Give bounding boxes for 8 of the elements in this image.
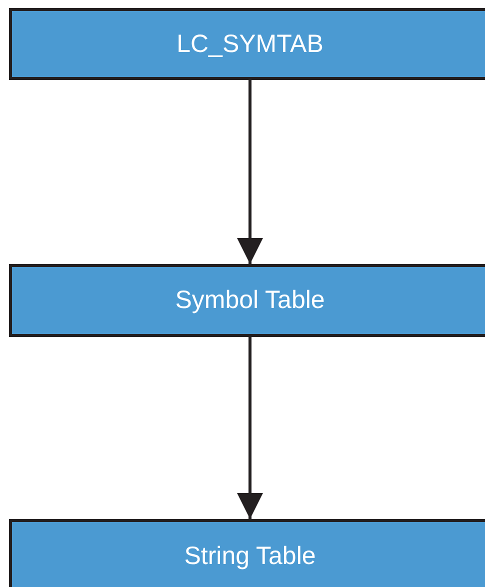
arrow <box>237 337 263 519</box>
box-label: String Table <box>184 542 316 570</box>
box-label: Symbol Table <box>175 286 325 315</box>
process-box <box>9 264 485 337</box>
process-box <box>9 519 485 587</box>
box-label: LC_SYMTAB <box>176 30 324 58</box>
arrow <box>237 80 263 264</box>
process-box <box>9 8 485 80</box>
